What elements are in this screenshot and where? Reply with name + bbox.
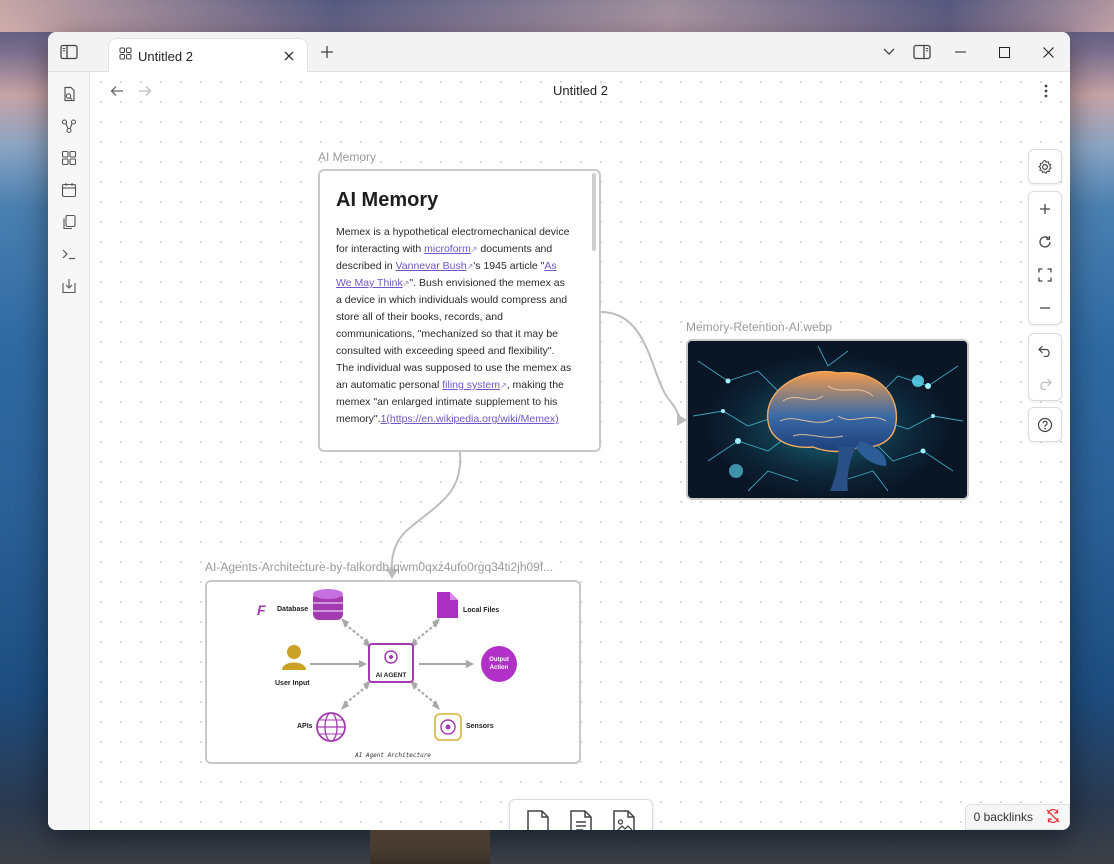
- link-as-we-may-think[interactable]: As We May Think: [336, 260, 557, 289]
- templates-icon[interactable]: [57, 210, 81, 234]
- quick-switcher-icon[interactable]: [57, 82, 81, 106]
- maximize-icon[interactable]: [982, 32, 1026, 72]
- tab-title: Untitled 2: [138, 48, 193, 64]
- note-text: 's 1945 article ": [473, 260, 545, 272]
- close-tab-icon[interactable]: [279, 46, 299, 66]
- label-user-input: User Input: [275, 680, 310, 687]
- settings-gear-icon[interactable]: [1029, 150, 1061, 183]
- external-link-icon: ↗: [466, 262, 474, 271]
- zoom-out-icon[interactable]: [1029, 291, 1061, 324]
- note-body: Memex is a hypothetical electromechanica…: [336, 224, 572, 428]
- view-header: Untitled 2: [91, 72, 1070, 110]
- app-window: Untitled 2: [48, 32, 1070, 830]
- more-options-icon[interactable]: [1036, 81, 1056, 101]
- label-database: Database: [277, 606, 309, 613]
- label-sensors: Sensors: [466, 723, 494, 730]
- reset-zoom-icon[interactable]: [1029, 225, 1061, 258]
- label-apis: APIs: [297, 723, 313, 730]
- terminal-icon[interactable]: [57, 242, 81, 266]
- new-tab-icon[interactable]: [314, 39, 340, 65]
- edge-note-to-arch: [390, 451, 462, 578]
- external-link-icon: ↗: [470, 245, 478, 254]
- image-node-ai-agents-architecture[interactable]: F Datab: [205, 580, 581, 764]
- link-vannevar-bush[interactable]: Vannevar Bush: [395, 260, 467, 272]
- right-sidebar-toggle-icon[interactable]: [909, 39, 935, 65]
- graph-view-icon[interactable]: [57, 114, 81, 138]
- output-line-1: Output: [489, 657, 509, 663]
- status-bar: 0 backlinks: [964, 804, 1070, 830]
- note-text: documents and described in: [336, 243, 553, 272]
- arch-node-label: AI-Agents-Architecture-by-falkordb-qwm0q…: [205, 560, 554, 574]
- output-line-2: Action: [489, 665, 509, 671]
- zoom-in-icon[interactable]: [1029, 192, 1061, 225]
- zoom-to-fit-icon[interactable]: [1029, 258, 1061, 291]
- note-heading: AI Memory: [336, 189, 439, 211]
- diagram-caption: AI Agent Architecture: [355, 752, 431, 759]
- brain-image: [688, 341, 967, 498]
- label-ai-agent: AI AGENT: [375, 672, 407, 679]
- add-media-card-icon[interactable]: [605, 804, 643, 830]
- note-node-ai-memory[interactable]: AI Memory Memex is a hypothetical electr…: [318, 169, 601, 452]
- import-icon[interactable]: [57, 274, 81, 298]
- label-local-files: Local Files: [463, 607, 500, 614]
- external-link-icon: ↗: [500, 381, 507, 390]
- sidebar-toggle-icon[interactable]: [56, 39, 82, 65]
- note-scrollbar[interactable]: [592, 173, 596, 251]
- image-node-memory-retention[interactable]: [686, 339, 969, 500]
- history-controls-group: [1028, 333, 1062, 401]
- back-arrow-icon[interactable]: [107, 81, 127, 101]
- add-card-blank-icon[interactable]: [519, 804, 557, 830]
- title-bar: Untitled 2: [48, 32, 1070, 73]
- zoom-controls-group: [1028, 191, 1062, 325]
- canvas-view[interactable]: Untitled 2 AI Memory AI Memory Memex is …: [91, 72, 1070, 830]
- help-group: [1028, 407, 1062, 442]
- note-node-label: AI Memory: [318, 150, 377, 164]
- forward-arrow-icon[interactable]: [135, 81, 155, 101]
- canvas-settings-group: [1028, 149, 1062, 184]
- undo-icon[interactable]: [1029, 334, 1061, 367]
- desktop-wallpaper-sky: [0, 0, 1114, 32]
- link-footnote[interactable]: 1(https://en.wikipedia.org/wiki/Memex): [380, 413, 559, 425]
- backlinks-count[interactable]: 0 backlinks: [973, 810, 1033, 824]
- left-ribbon: [48, 72, 90, 830]
- add-note-card-icon[interactable]: [562, 804, 600, 830]
- desktop-wallpaper-pier: [370, 830, 490, 864]
- view-title[interactable]: Untitled 2: [553, 83, 608, 98]
- add-card-toolbar: [509, 799, 653, 830]
- label-output-action: Output Action: [481, 656, 517, 672]
- note-text: ". Bush envisioned the memex as a device…: [336, 277, 572, 391]
- note-text: Memex is a hypothetical electromechanica…: [336, 226, 570, 255]
- canvas-icon: [119, 47, 132, 65]
- help-icon[interactable]: [1029, 408, 1061, 441]
- link-filing-system[interactable]: filing system: [442, 379, 500, 391]
- close-window-icon[interactable]: [1026, 32, 1070, 72]
- redo-icon[interactable]: [1029, 367, 1061, 400]
- calendar-icon[interactable]: [57, 178, 81, 202]
- minimize-icon[interactable]: [938, 32, 982, 72]
- falkordb-logo: F: [257, 602, 266, 618]
- brain-node-label: Memory-Retention-AI.webp: [686, 320, 833, 334]
- architecture-diagram: F: [257, 589, 517, 742]
- external-link-icon: ↗: [402, 279, 410, 288]
- sync-error-icon[interactable]: [1045, 808, 1061, 827]
- link-microform[interactable]: microform: [424, 243, 471, 255]
- canvas-grid-icon[interactable]: [57, 146, 81, 170]
- edge-note-to-brain: [600, 311, 684, 421]
- tab-list-chevron-icon[interactable]: [876, 39, 902, 65]
- tab-untitled-2[interactable]: Untitled 2: [108, 38, 308, 73]
- note-text: , making the memex "an enlarged intimate…: [336, 379, 564, 425]
